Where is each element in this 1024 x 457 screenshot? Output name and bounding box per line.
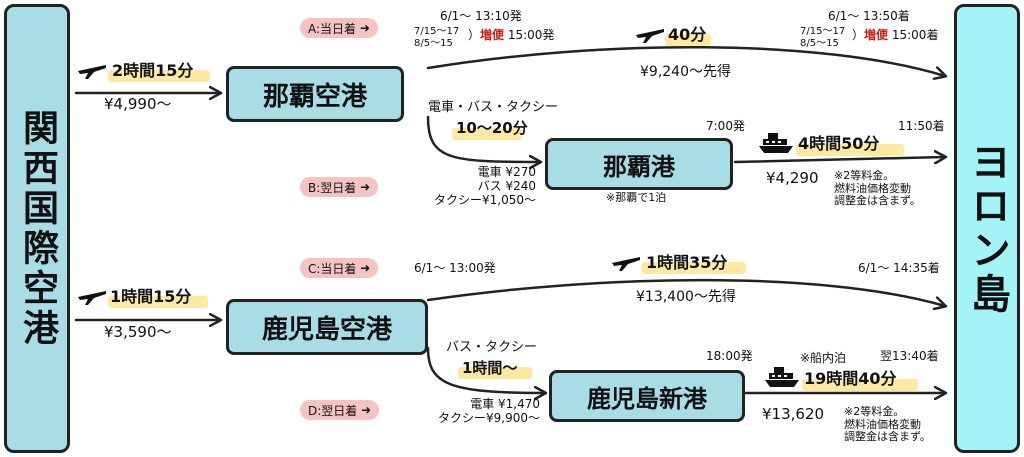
arrow-right-icon: ➜	[361, 403, 372, 417]
highlight	[642, 262, 746, 274]
kansai-kagoshima-price: ¥3,590～	[104, 323, 172, 341]
route-b-stay-note: ※那覇で1泊	[606, 191, 667, 204]
route-c-price: ¥13,400～先得	[636, 289, 736, 305]
fare: タクシー¥9,900～	[438, 410, 540, 425]
route-b-tag: B:翌日着 ➜	[300, 177, 379, 197]
route-b-transfer-modes: 電車・バス・タクシー	[428, 100, 559, 115]
route-d-overnight-note: ※船内泊	[800, 351, 847, 365]
airplane-icon	[78, 291, 106, 305]
note-line: 調整金は含まず。	[834, 194, 921, 208]
highlight	[108, 296, 208, 308]
route-c-tag-label: C:当日着	[308, 261, 357, 276]
kansai-naha-price: ¥4,990～	[104, 95, 172, 113]
airplane-icon	[78, 65, 106, 79]
route-d-arrive-time: 翌13:40着	[880, 349, 939, 363]
date-range: 8/5～15	[800, 37, 839, 49]
highlight	[802, 379, 918, 391]
arrow-route-a	[426, 45, 945, 76]
route-b-price: ¥4,290	[766, 169, 819, 187]
route-d-transfer-modes: バス・タクシー	[446, 340, 538, 355]
route-b-transfer-time: 10～20分	[456, 119, 528, 137]
extra-time: 15:00着	[891, 28, 939, 42]
node-kagoshima-airport: 鹿児島空港	[226, 299, 428, 355]
route-d-tag-label: D:翌日着	[308, 403, 358, 418]
airplane-icon	[612, 257, 640, 271]
route-b-tag-label: B:翌日着	[308, 180, 357, 195]
route-c-arrive-date: 6/1～ 14:35着	[858, 261, 940, 275]
extra-time: 15:00発	[507, 28, 555, 42]
highlight	[796, 144, 904, 156]
arrow-naha-transfer	[426, 115, 540, 162]
ferry-icon	[759, 133, 793, 153]
route-d-note: ※2等料金。 燃料油価格変動 調整金は含まず。	[844, 405, 931, 444]
route-a-price: ¥9,240～先得	[640, 64, 731, 80]
route-d-transfer-time: 1時間～	[462, 359, 518, 377]
route-d-price: ¥13,620	[762, 405, 825, 423]
arrow-route-c	[426, 278, 945, 306]
note-line: ※2等料金。	[844, 405, 905, 418]
note-line: 燃料油価格変動	[844, 417, 921, 431]
highlight	[452, 128, 522, 140]
note-line: 燃料油価格変動	[834, 181, 911, 195]
destination-yoron-island: ヨロン島	[954, 4, 1020, 453]
route-a-arrive-date: 6/1～ 13:50着	[828, 9, 910, 23]
route-b-note: ※2等料金。 燃料油価格変動 調整金は含まず。	[834, 169, 921, 208]
date-range: 7/15～17	[414, 26, 460, 37]
route-a-depart-extra: ）増便 15:00発	[468, 28, 555, 42]
route-b-duration: 4時間50分	[798, 134, 880, 153]
arrow-right-icon: ➜	[360, 261, 371, 275]
fare: タクシー¥1,050～	[434, 192, 536, 207]
route-d-duration: 19時間40分	[804, 369, 897, 388]
note-line: 調整金は含まず。	[844, 430, 931, 444]
airplane-icon	[636, 29, 664, 43]
node-naha-airport: 那覇空港	[226, 66, 404, 122]
arrow-right-icon: ➜	[359, 21, 370, 35]
node-naha-port: 那覇港	[545, 138, 733, 190]
route-d-tag: D:翌日着 ➜	[300, 400, 380, 420]
route-a-tag: A:当日着 ➜	[300, 18, 378, 38]
date-range: 8/5～15	[414, 37, 453, 49]
route-c-duration: 1時間35分	[646, 253, 728, 272]
note-line: ※2等料金。	[834, 169, 895, 182]
date-range: 7/15～17	[800, 26, 846, 37]
route-a-depart-date: 6/1～ 13:10発	[440, 9, 522, 23]
route-a-depart-extra-dates: 7/15～17 8/5～15	[414, 26, 459, 49]
route-d-depart-time: 18:00発	[706, 349, 753, 363]
route-c-tag: C:当日着 ➜	[300, 258, 379, 278]
origin-kansai-airport: 関西国際空港	[4, 4, 70, 453]
increase-label: 増便	[864, 28, 889, 42]
kansai-kagoshima-duration: 1時間15分	[110, 287, 192, 306]
highlight	[458, 367, 532, 379]
route-b-arrive-time: 11:50着	[898, 119, 945, 133]
fare: 電車 ¥270	[477, 165, 536, 179]
kansai-naha-duration: 2時間15分	[112, 61, 194, 80]
ferry-icon	[765, 367, 799, 387]
arrow-right-icon: ➜	[360, 180, 371, 194]
route-d-fares: 電車 ¥1,470 タクシー¥9,900～	[412, 397, 540, 426]
highlight	[665, 34, 711, 46]
fare: 電車 ¥1,470	[470, 397, 540, 411]
node-kagoshima-port: 鹿児島新港	[549, 370, 745, 422]
increase-label: 増便	[480, 28, 505, 42]
route-c-depart-date: 6/1～ 13:00発	[414, 261, 496, 275]
route-b-depart-time: 7:00発	[706, 119, 745, 133]
arrow-kagoshima-transfer	[426, 346, 545, 393]
arrow-route-b	[733, 157, 945, 162]
fare: バス ¥240	[477, 178, 536, 193]
highlight	[108, 70, 210, 82]
route-a-tag-label: A:当日着	[308, 21, 357, 36]
route-b-fares: 電車 ¥270 バス ¥240 タクシー¥1,050～	[412, 165, 536, 207]
route-a-arrive-extra: ）増便 15:00着	[852, 28, 939, 42]
route-a-duration: 40分	[668, 25, 707, 44]
route-a-arrive-extra-dates: 7/15～17 8/5～15	[800, 26, 845, 49]
